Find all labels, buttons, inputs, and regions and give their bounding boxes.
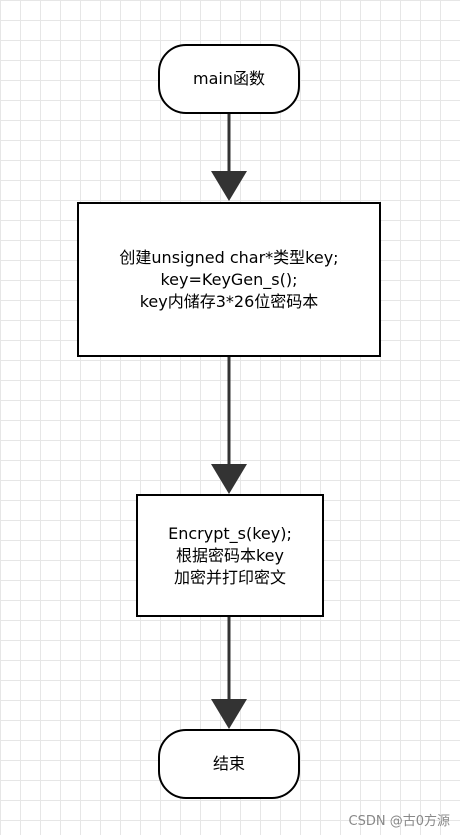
end-node: 结束 (158, 729, 300, 799)
start-label: main函数 (193, 69, 265, 88)
create-key-line-3: key内储存3*26位密码本 (139, 291, 319, 311)
start-node: main函数 (158, 44, 300, 114)
encrypt-line-3: 加密并打印密文 (173, 567, 286, 587)
encrypt-process-node: Encrypt_s(key); 根据密码本key 加密并打印密文 (136, 494, 324, 617)
create-key-line-2: key=KeyGen_s(); (160, 269, 298, 289)
create-key-process-node: 创建unsigned char*类型key; key=KeyGen_s(); k… (77, 202, 381, 357)
encrypt-line-2: 根据密码本key (175, 545, 284, 565)
csdn-watermark: CSDN @古0方源 (348, 814, 450, 829)
encrypt-line-1: Encrypt_s(key); (168, 523, 292, 543)
encrypt-text: Encrypt_s(key); 根据密码本key 加密并打印密文 (168, 523, 292, 589)
create-key-line-1: 创建unsigned char*类型key; (119, 247, 339, 267)
create-key-text: 创建unsigned char*类型key; key=KeyGen_s(); k… (119, 247, 338, 313)
end-label: 结束 (212, 754, 245, 773)
